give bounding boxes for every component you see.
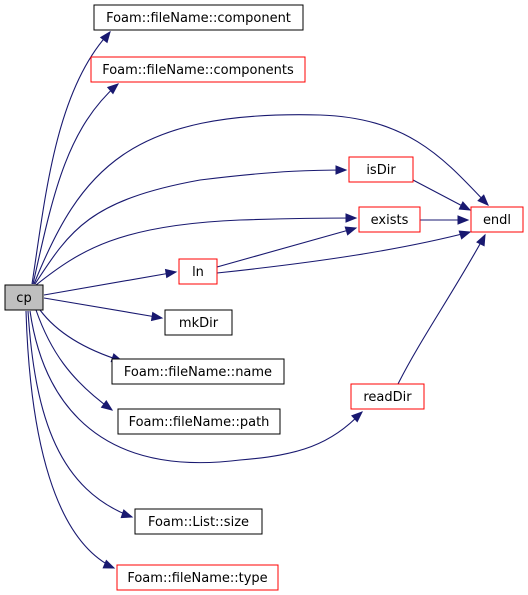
node-box xyxy=(348,156,414,183)
edge-arrowhead xyxy=(351,411,364,423)
edge-arrowhead xyxy=(102,559,116,569)
edge-line xyxy=(216,227,357,268)
node-label: readDir xyxy=(363,390,412,405)
edge-cp-to-type xyxy=(25,310,116,569)
node-name[interactable]: Foam::fileName::name xyxy=(111,358,285,385)
node-ln[interactable]: ln xyxy=(178,258,218,285)
node-label: cp xyxy=(16,291,31,306)
edge-line xyxy=(33,114,489,285)
node-box xyxy=(164,309,233,336)
edges-layer xyxy=(25,30,489,569)
node-exists[interactable]: exists xyxy=(358,206,421,233)
node-box xyxy=(116,564,279,591)
edge-ln-to-endl xyxy=(216,230,472,274)
edge-line xyxy=(35,309,113,411)
node-label: ln xyxy=(192,265,204,280)
edge-arrowhead xyxy=(477,194,489,206)
node-component[interactable]: Foam::fileName::component xyxy=(93,4,304,31)
edge-cp-to-mkDir xyxy=(43,297,164,322)
node-label: exists xyxy=(371,213,409,228)
edge-arrowhead xyxy=(458,230,472,240)
edge-line xyxy=(34,169,347,285)
edge-isDir-to-endl xyxy=(412,179,472,211)
node-label: isDir xyxy=(366,163,396,178)
node-label: Foam::fileName::path xyxy=(129,415,270,430)
edge-arrowhead xyxy=(335,165,348,175)
node-box xyxy=(350,383,425,410)
edge-arrowhead xyxy=(100,399,114,411)
edge-cp-to-endl xyxy=(33,114,489,285)
edge-arrowhead xyxy=(99,30,111,44)
node-label: Foam::List::size xyxy=(148,515,249,530)
node-label: Foam::fileName::components xyxy=(102,63,294,78)
edge-cp-to-name xyxy=(39,309,124,363)
edge-cp-to-readDir xyxy=(29,310,364,464)
edge-line xyxy=(43,271,177,296)
edge-line xyxy=(29,310,363,464)
node-box xyxy=(93,4,304,31)
edge-line xyxy=(32,83,119,285)
node-type[interactable]: Foam::fileName::type xyxy=(116,564,279,591)
node-box xyxy=(178,258,218,285)
edge-line xyxy=(35,217,357,286)
node-label: mkDir xyxy=(179,316,219,331)
edge-arrowhead xyxy=(476,233,486,247)
node-cp: cp xyxy=(4,284,44,311)
node-path[interactable]: Foam::fileName::path xyxy=(117,408,281,435)
node-box xyxy=(111,358,285,385)
edge-arrowhead xyxy=(345,213,358,223)
edge-arrowhead xyxy=(457,215,470,225)
node-label: Foam::fileName::type xyxy=(127,571,267,586)
edge-cp-to-ln xyxy=(43,268,178,296)
node-box xyxy=(117,408,281,435)
edge-arrowhead xyxy=(120,509,134,519)
edge-arrowhead xyxy=(344,226,358,236)
edge-line xyxy=(39,309,123,362)
edge-exists-to-endl xyxy=(420,215,470,225)
edge-cp-to-isDir xyxy=(34,165,348,285)
edge-arrowhead xyxy=(106,83,120,95)
node-box xyxy=(90,56,306,83)
edge-line xyxy=(27,310,133,518)
node-label: Foam::fileName::name xyxy=(124,365,272,380)
node-box xyxy=(134,508,263,535)
edge-line xyxy=(412,179,471,211)
edge-line xyxy=(397,234,486,385)
edge-cp-to-path xyxy=(35,309,114,411)
nodes-layer: cp Foam::fileName::componentFoam::fileNam… xyxy=(4,4,524,591)
node-box xyxy=(470,206,524,233)
node-box xyxy=(358,206,421,233)
node-box xyxy=(4,284,44,311)
edge-arrowhead xyxy=(164,268,178,279)
edge-cp-to-size xyxy=(27,310,134,519)
node-isDir[interactable]: isDir xyxy=(348,156,414,183)
edge-arrowhead xyxy=(458,201,472,211)
edge-cp-to-components xyxy=(32,83,120,285)
node-label: endl xyxy=(483,213,511,228)
edge-ln-to-exists xyxy=(216,226,358,268)
edge-readDir-to-endl xyxy=(397,233,486,385)
edge-cp-to-exists xyxy=(35,213,358,286)
edge-arrowhead xyxy=(150,311,164,322)
edge-line xyxy=(25,310,115,569)
edge-line xyxy=(216,231,471,274)
node-components[interactable]: Foam::fileName::components xyxy=(90,56,306,83)
node-readDir[interactable]: readDir xyxy=(350,383,425,410)
edge-line xyxy=(43,297,163,319)
node-endl[interactable]: endl xyxy=(470,206,524,233)
node-label: Foam::fileName::component xyxy=(106,11,291,26)
node-mkDir[interactable]: mkDir xyxy=(164,309,233,336)
node-size[interactable]: Foam::List::size xyxy=(134,508,263,535)
